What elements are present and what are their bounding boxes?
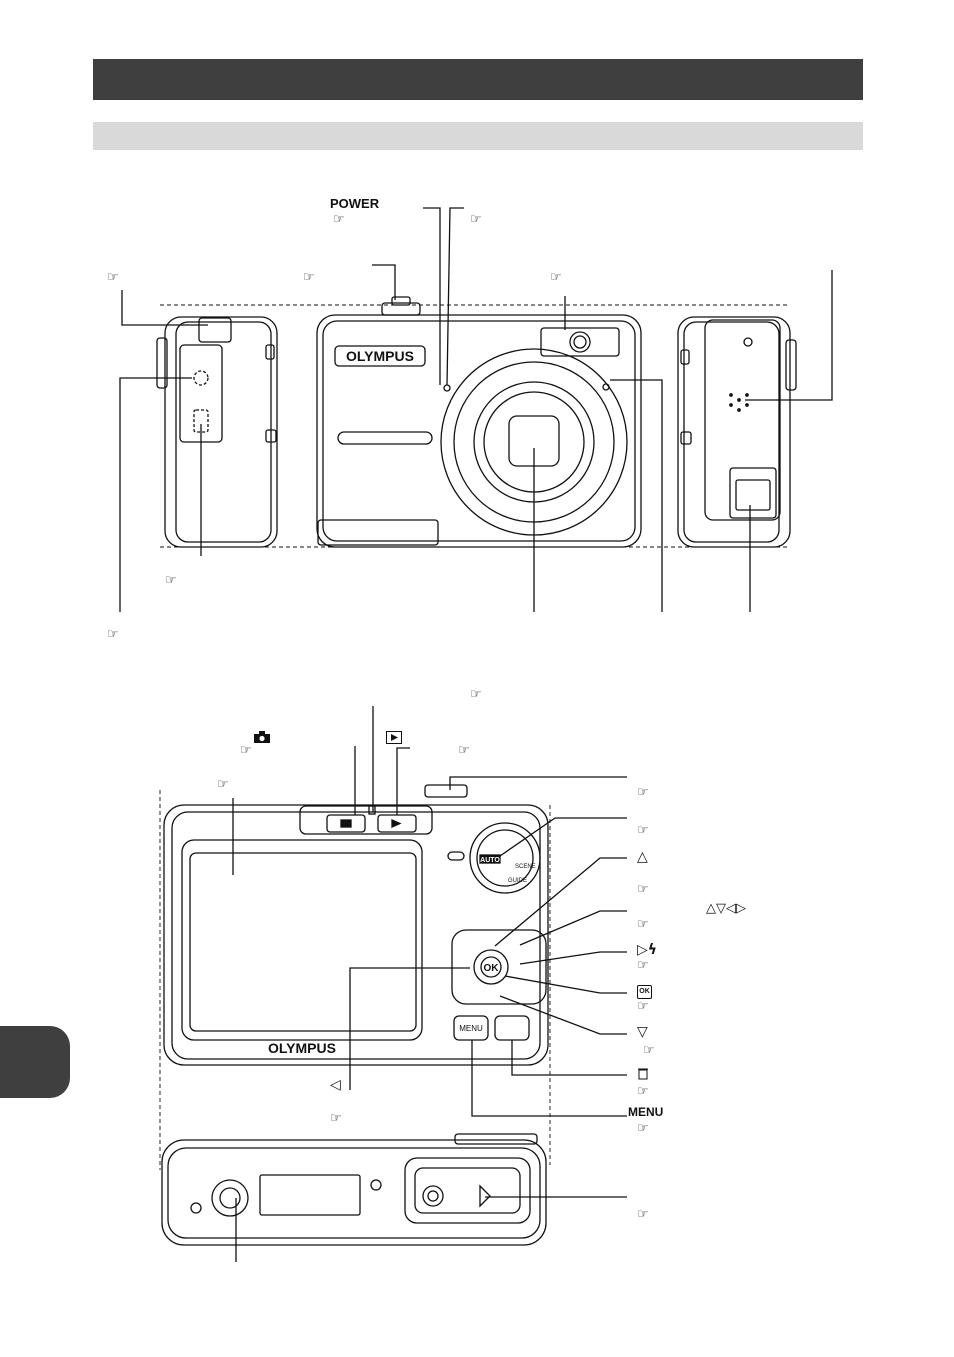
page-ref-icon: ☞ [637,1121,649,1136]
subsection-header-bar [93,122,863,150]
page-ref-icon: ☞ [637,917,649,932]
page-ref-icon: ☞ [637,999,649,1014]
page-ref-icon: ☞ [550,270,562,285]
page-ref-icon: ☞ [217,777,229,792]
power-button-label: POWER [330,196,380,211]
arrow-pad-icon: △▽◁▷ [706,901,746,916]
brand-logo-back: OLYMPUS [268,1040,336,1056]
camera-left-side-view [156,316,278,548]
down-timer-icon: ▽ [637,1024,648,1040]
page-ref-icon: ☞ [470,687,482,702]
page-ref-icon: ☞ [107,627,119,642]
ok-button-label: OK [484,963,500,974]
mode-dial-scene: SCENE [515,864,536,870]
brand-logo-front: OLYMPUS [346,348,414,364]
page-ref-icon: ☞ [637,823,649,838]
page-ref-icon: ☞ [458,743,470,758]
menu-key-label: MENU [628,1105,664,1119]
page-ref-icon: ☞ [637,1084,649,1099]
camera-front-view: OLYMPUS [316,296,642,548]
page-ref-icon: ☞ [165,573,177,588]
erase-icon [638,1068,648,1080]
camera-right-side-view [677,316,797,548]
right-flash-icon: ▷ϟ [637,942,658,958]
mode-dial-guide: GUIDE [508,878,527,884]
page-ref-icon: ☞ [637,785,649,800]
page-ref-icon: ☞ [637,1207,649,1222]
mode-dial-auto: AUTO [480,857,500,864]
page-ref-icon: ☞ [240,743,252,758]
ok-key-icon: OK [637,985,652,999]
page-ref-icon: ☞ [637,958,649,973]
page-ref-icon: ☞ [330,1111,342,1126]
page-ref-icon: ☞ [470,212,482,227]
left-macro-icon: ◁ [330,1077,341,1093]
section-header-bar [93,59,863,100]
chapter-thumb-tab [0,1026,70,1098]
page-ref-icon: ☞ [637,882,649,897]
camera-bottom-view [161,1133,547,1246]
page-ref-icon: ☞ [333,212,345,227]
playback-icon [386,731,402,744]
up-arrow-icon: △ [637,849,648,865]
page-ref-icon: ☞ [107,270,119,285]
menu-button-label: MENU [459,1024,483,1033]
page-ref-icon: ☞ [643,1043,655,1058]
page-ref-icon: ☞ [303,270,315,285]
camera-icon [254,731,270,743]
camera-back-view: OLYMPUS AUTO GUIDE SCENE OK MENU [159,784,551,1170]
